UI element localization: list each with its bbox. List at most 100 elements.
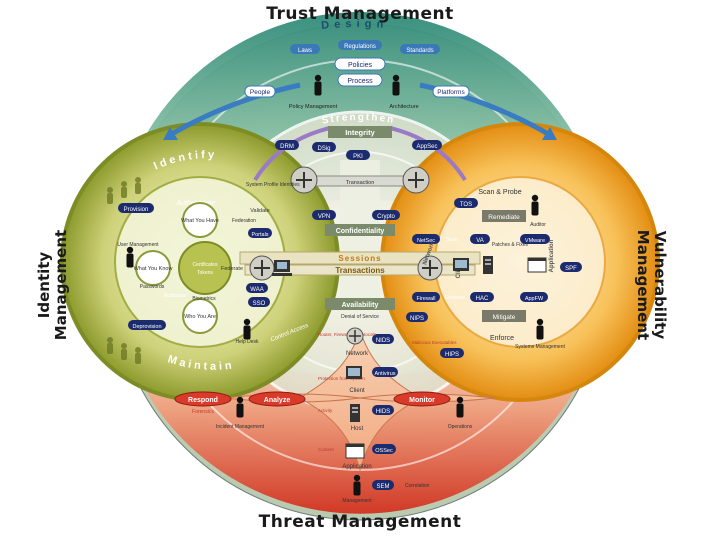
trust-management-title: Trust Management <box>266 4 454 24</box>
patches-label: Patches & Fixes <box>492 242 529 248</box>
appsec-badge: AppSec <box>412 140 442 150</box>
architecture-label: Architecture <box>389 104 418 110</box>
svg-text:OSSec: OSSec <box>375 448 393 454</box>
forensics-label: Forensics <box>192 409 214 415</box>
management-label: Management <box>342 498 372 504</box>
svg-text:What You Have: What You Have <box>181 218 219 224</box>
tos-badge: TOS <box>454 198 478 208</box>
scan-probe-label: Scan & Probe <box>478 189 521 196</box>
policies-badge: Policies <box>334 57 386 71</box>
svg-text:VPN: VPN <box>318 214 330 220</box>
svg-text:Strengthen: Strengthen <box>321 112 396 127</box>
threat-management-title: Threat Management <box>258 512 462 532</box>
nids-badge: NIDS <box>372 334 394 344</box>
netsec-badge: NetSec <box>412 234 440 244</box>
what-you-know-node: What You Know <box>134 250 172 286</box>
svg-text:Crypto: Crypto <box>377 214 395 220</box>
monitor-icon-threat <box>346 366 362 379</box>
laws-badge: Laws <box>290 44 320 54</box>
svg-text:Monitor: Monitor <box>409 397 435 404</box>
analyze-badge: Analyze <box>248 391 306 407</box>
operations-label: Operations <box>448 424 473 430</box>
federation-label: Federation <box>232 218 256 224</box>
svg-text:AppSec: AppSec <box>416 144 437 150</box>
svg-text:SSO: SSO <box>253 301 266 307</box>
hac-badge: HAC <box>470 292 494 302</box>
svg-text:AppFW: AppFW <box>525 296 544 302</box>
standards-badge: Standards <box>400 44 440 54</box>
regulations-badge: Regulations <box>338 40 382 50</box>
incident-management-label: Incident Management <box>216 424 265 430</box>
spf-badge: SPF <box>560 262 582 272</box>
activity-label: Activity <box>318 408 333 413</box>
person-icon <box>456 396 464 418</box>
scan-label: Scan <box>446 237 459 243</box>
transactions-bar <box>244 264 476 276</box>
person-icon <box>314 74 322 96</box>
auditor-label: Auditor <box>530 222 546 228</box>
svg-text:NIPS: NIPS <box>410 316 424 322</box>
svg-text:NetSec: NetSec <box>417 238 435 244</box>
availability-badge: Availability <box>325 298 395 310</box>
ossec-badge: OSSec <box>372 444 396 454</box>
mitigate-badge: Mitigate <box>482 310 526 322</box>
confidentiality-badge: Confidentiality <box>325 224 395 236</box>
svg-text:Policies: Policies <box>348 62 373 69</box>
enforce-label: Enforce <box>490 335 514 342</box>
remediate-badge: Remediate <box>482 210 526 222</box>
svg-text:Laws: Laws <box>298 48 312 54</box>
svg-text:Deprovision: Deprovision <box>132 324 161 330</box>
svg-text:Availability: Availability <box>342 302 379 309</box>
person-icon <box>135 177 141 194</box>
arc-design-label: Design <box>321 18 384 32</box>
host-label: Host <box>351 426 364 432</box>
system-profile-label: System Profile Identities <box>246 182 300 188</box>
correlation-label: Correlation <box>405 483 430 489</box>
arc-strengthen-label: Strengthen <box>321 112 394 127</box>
defense-label: Defense <box>445 295 466 301</box>
svg-text:TOS: TOS <box>460 202 472 208</box>
svg-text:HIPS: HIPS <box>445 352 459 358</box>
router-icon-right <box>402 166 430 194</box>
appfw-badge: AppFW <box>520 292 548 302</box>
svg-text:Respond: Respond <box>188 397 218 404</box>
person-icon <box>353 474 361 496</box>
svg-text:DSig: DSig <box>317 146 330 152</box>
waa-badge: WAA <box>246 283 268 293</box>
person-icon <box>531 194 539 216</box>
window-icon-right <box>527 257 547 273</box>
window-icon-threat <box>345 443 365 459</box>
design-arrowhead-right <box>542 127 557 140</box>
vpn-badge: VPN <box>312 210 336 220</box>
person-icon <box>121 181 127 198</box>
svg-text:WAA: WAA <box>250 287 263 293</box>
passwords-label: Passwords <box>140 284 165 290</box>
vuln-title-line1: Vulnerability <box>651 230 669 340</box>
sem-badge: SEM <box>372 480 394 490</box>
application-arc-label: Application <box>549 239 555 272</box>
person-icon <box>243 318 251 340</box>
respond-badge: Respond <box>174 391 232 407</box>
svg-text:Standards: Standards <box>406 48 433 54</box>
person-icon <box>107 337 113 354</box>
sso-badge: SSO <box>248 297 270 307</box>
svg-text:Mitigate: Mitigate <box>493 314 516 321</box>
svg-text:SPF: SPF <box>565 266 577 272</box>
svg-text:Integrity: Integrity <box>345 128 375 137</box>
drm-badge: DRM <box>275 140 299 150</box>
svg-text:Who You Are: Who You Are <box>184 314 216 320</box>
person-icon <box>392 74 400 96</box>
protection-label: Protection from System <box>318 376 365 381</box>
person-icon <box>107 187 113 204</box>
transactions-label: Transactions <box>335 266 385 275</box>
svg-text:VA: VA <box>476 238 484 244</box>
svg-text:PKI: PKI <box>353 154 363 160</box>
person-icon <box>536 318 544 340</box>
biometrics-label: Biometrics <box>192 296 216 302</box>
deprovision-badge: Deprovision <box>128 320 166 330</box>
person-icon <box>126 246 134 268</box>
svg-text:Portals: Portals <box>251 232 268 238</box>
